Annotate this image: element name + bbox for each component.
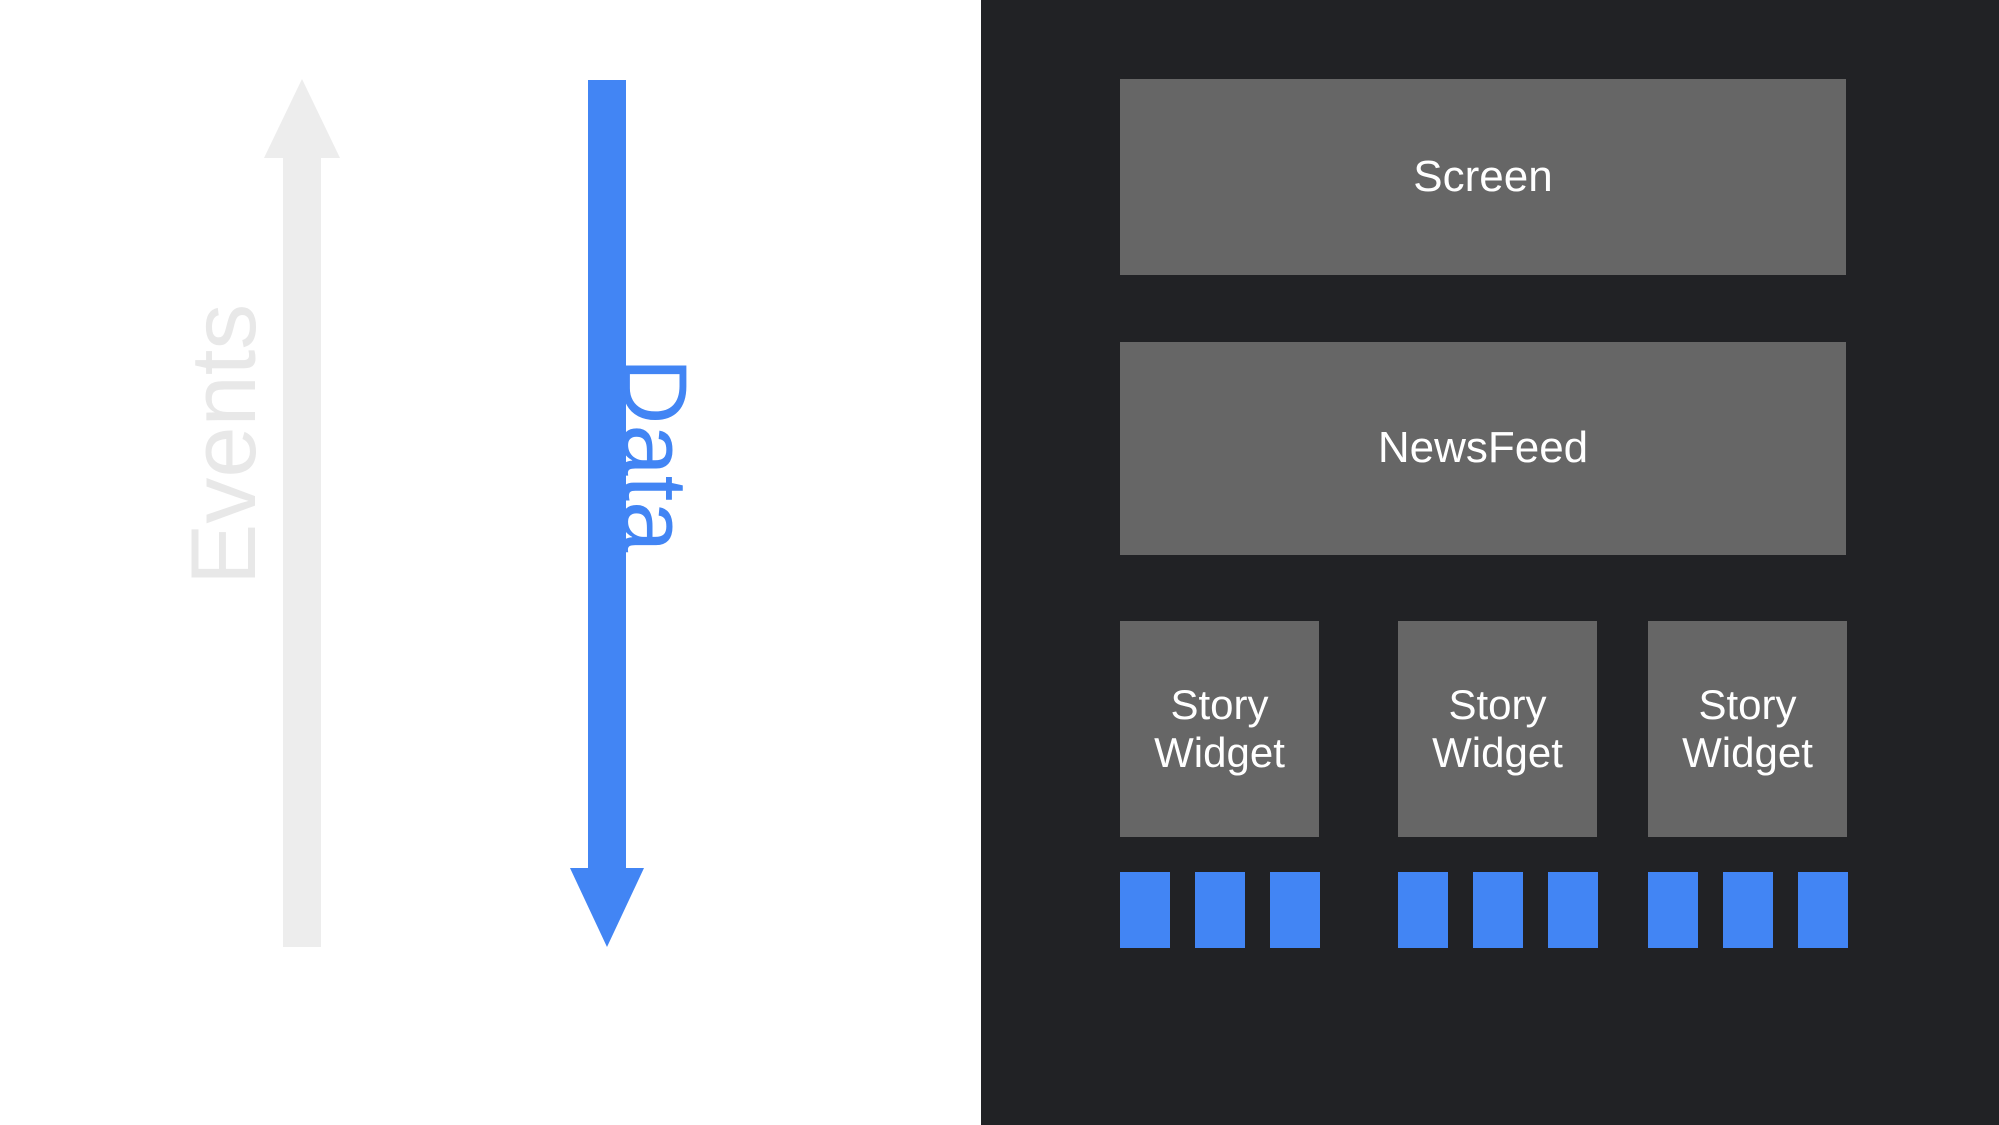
leaf-node-0-0[interactable] [1120,872,1170,948]
node-newsfeed[interactable]: NewsFeed [1120,342,1846,555]
node-story-widget-2-label: Story Widget [1682,681,1813,778]
widget-tree-panel: Screen NewsFeed Story Widget Story Widge… [981,0,1999,1125]
node-story-widget-0-label-line2: Widget [1154,729,1285,776]
data-arrow-icon [570,80,644,947]
node-story-widget-1[interactable]: Story Widget [1398,621,1597,837]
node-story-widget-2-label-line1: Story [1698,680,1797,728]
node-story-widget-0-label: Story Widget [1154,681,1285,778]
leaf-node-1-2[interactable] [1548,872,1598,948]
node-story-widget-0[interactable]: Story Widget [1120,621,1319,837]
node-story-widget-1-label-line2: Widget [1432,729,1563,776]
node-screen-label: Screen [1413,151,1553,201]
leaf-node-1-0[interactable] [1398,872,1448,948]
node-newsfeed-label: NewsFeed [1377,423,1589,473]
leaf-row-0 [1120,872,1320,948]
node-story-widget-2[interactable]: Story Widget [1648,621,1847,837]
leaf-row-1 [1398,872,1598,948]
node-story-widget-1-label-line1: Story [1448,680,1547,728]
events-arrow-icon [264,79,340,947]
leaf-node-2-0[interactable] [1648,872,1698,948]
leaf-node-1-1[interactable] [1473,872,1523,948]
node-screen[interactable]: Screen [1120,79,1846,275]
flow-arrows [264,79,644,947]
events-flow-label: Events [173,303,275,585]
leaf-node-2-1[interactable] [1723,872,1773,948]
leaf-node-0-2[interactable] [1270,872,1320,948]
node-story-widget-1-label: Story Widget [1432,681,1563,778]
node-story-widget-2-label-line2: Widget [1682,729,1813,776]
leaf-node-2-2[interactable] [1798,872,1848,948]
leaf-row-2 [1648,872,1848,948]
node-story-widget-0-label-line1: Story [1170,680,1269,728]
leaf-node-0-1[interactable] [1195,872,1245,948]
flow-panel: Events Data [0,0,981,1125]
data-flow-label: Data [603,358,705,553]
